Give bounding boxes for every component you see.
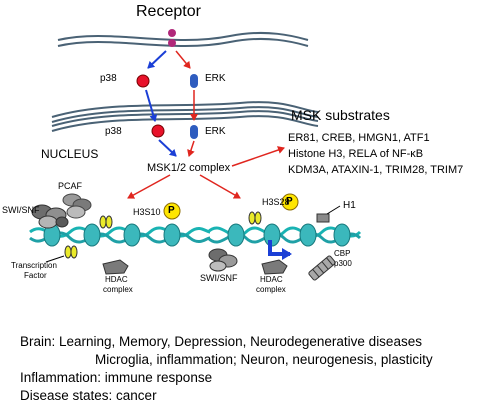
substrates-title: MSK substrates [291, 107, 390, 123]
p38-nucleus-label: p38 [105, 126, 122, 137]
hdac-left-label: HDAC [105, 275, 128, 284]
pcaf-complex-icon [62, 193, 92, 219]
phospho-h3s10-letter: P [168, 205, 175, 216]
transcription-factor-icon [45, 245, 78, 263]
phospho-h3s28-icon [281, 193, 299, 211]
swi-snf-left-label: SWI/SNF [2, 205, 40, 215]
p38-nucleus-icon [151, 124, 165, 138]
signaling-arrows [127, 50, 285, 199]
nuclear-membrane [51, 101, 319, 132]
transcription-factor-label: Transcription [11, 261, 57, 270]
phospho-h3s28-letter: P [286, 196, 293, 207]
hdac-right-complex-label: complex [256, 285, 286, 294]
bottom-line-disease: Disease states: cancer [20, 388, 157, 403]
chromatin-left [29, 223, 211, 247]
substrates-line: KDM3A, ATAXIN-1, TRIM28, TRIM7 [288, 164, 464, 176]
hdac-left-icon [102, 259, 129, 275]
histone-tails-right [248, 211, 262, 225]
transcription-factor-label-2: Factor [24, 271, 47, 280]
h3s10-label: H3S10 [133, 207, 161, 217]
hdac-left-complex-label: complex [103, 285, 133, 294]
p38-cytoplasm-icon [136, 74, 150, 88]
h1-linker-icon [316, 205, 341, 223]
hdac-right-icon [261, 259, 288, 275]
swi-snf-left-icon [31, 204, 69, 229]
cbp-label: CBP [334, 249, 351, 258]
p300-label: p300 [334, 259, 352, 268]
h3s28-label: H3S28 [262, 197, 290, 207]
erk-nucleus-label: ERK [205, 126, 226, 137]
pcaf-label: PCAF [58, 181, 83, 191]
swi-snf-right-label: SWI/SNF [200, 273, 238, 283]
histone-tails-left [99, 215, 113, 229]
h1-label: H1 [343, 200, 356, 211]
erk-cytoplasm-icon [190, 74, 198, 88]
substrates-line: ER81, CREB, HMGN1, ATF1 [288, 132, 430, 144]
transcription-arrow-icon [268, 240, 292, 260]
swi-snf-right-icon [208, 248, 238, 272]
bottom-line-microglia: Microglia, inflammation; Neuron, neuroge… [95, 352, 433, 367]
hdac-right-label: HDAC [260, 275, 283, 284]
msk-complex-label: MSK1/2 complex [147, 162, 231, 174]
cbp-p300-icon [308, 255, 336, 281]
erk-nucleus-icon [190, 125, 198, 139]
bottom-line-brain: Brain: Learning, Memory, Depression, Neu… [20, 334, 422, 349]
phospho-h3s10-icon [163, 202, 181, 220]
erk-cytoplasm-label: ERK [205, 73, 226, 84]
cell-membrane [57, 32, 309, 47]
substrates-line: Histone H3, RELA of NF-κB [288, 148, 424, 160]
chromatin-right [206, 223, 362, 247]
receptor-label: Receptor [136, 3, 201, 20]
bottom-line-inflammation: Inflammation: immune response [20, 370, 213, 385]
nucleus-label: NUCLEUS [41, 147, 99, 161]
p38-cytoplasm-label: p38 [100, 73, 117, 84]
receptor-icon [168, 29, 176, 47]
